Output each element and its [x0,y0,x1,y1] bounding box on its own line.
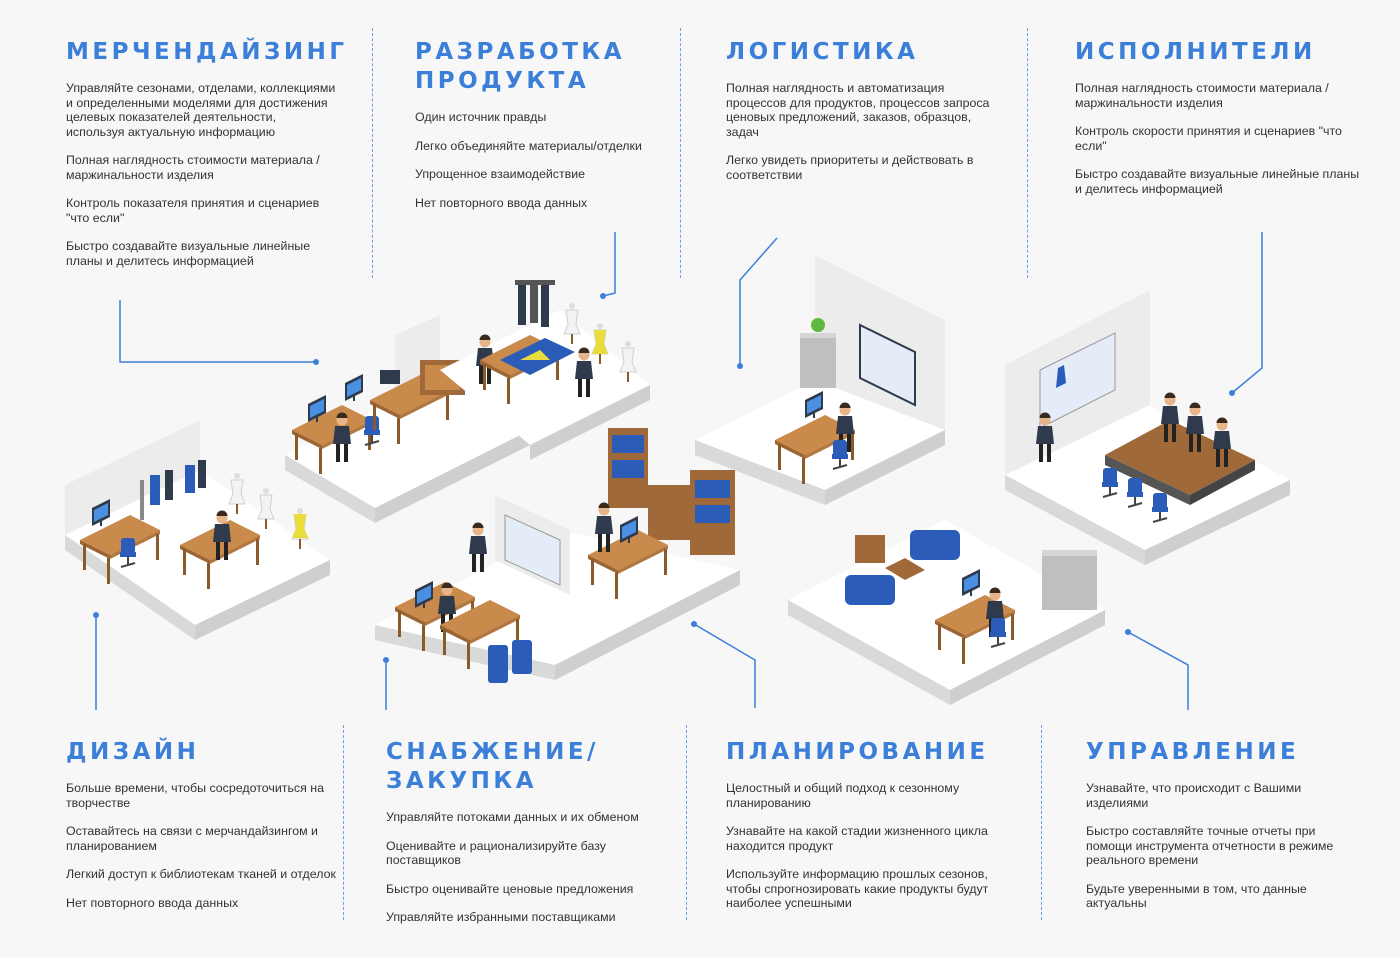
merchandising-item: Полная наглядность стоимости материала /… [66,153,320,182]
column-separator [680,28,681,278]
planning-title: ПЛАНИРОВАНИЕ [726,739,989,765]
merchandising-title: МЕРЧЕНДАЙЗИНГ [66,39,348,65]
product-development-item: Легко объединяйте материалы/отделки [415,138,642,153]
supply-item: Управляйте потоками данных и их обменом [386,810,639,824]
column-separator [1027,28,1028,278]
supply-room [375,428,740,683]
column-separator [372,28,373,278]
product-development-item: Нет повторного ввода данных [415,195,588,210]
supply-title: СНАБЖЕНИЕ/ ЗАКУПКА [386,739,599,794]
product-development-room [440,280,650,460]
logistics-section: ЛОГИСТИКА Полная наглядность и автоматиз… [726,38,1006,196]
product-development-title: РАЗРАБОТКА ПРОДУКТА [415,39,626,94]
performers-item: Полная наглядность стоимости материала /… [1075,81,1329,110]
column-separator [343,725,344,920]
management-item: Быстро составляйте точные отчеты при пом… [1086,824,1334,867]
product-development-item: Один источник правды [415,110,547,124]
design-item: Нет повторного ввода данных [66,895,239,910]
connector-dots [93,293,1235,663]
logistics-room [695,255,945,505]
management-item: Узнавайте, что происходит с Вашими издел… [1086,781,1302,810]
planning-section: ПЛАНИРОВАНИЕ Целостный и общий подход к … [726,738,1011,925]
column-separator [1041,725,1042,920]
management-section: УПРАВЛЕНИЕ Узнавайте, что происходит с В… [1086,738,1361,925]
supply-item: Оценивайте и рационализируйте базу поста… [386,838,606,868]
connector-lines [95,232,1263,710]
planning-item: Узнавайте на какой стадии жизненного цик… [726,824,988,853]
design-item: Легкий доступ к библиотекам тканей и отд… [66,867,336,881]
column-separator [686,725,687,920]
merchandising-section: МЕРЧЕНДАЙЗИНГ Управляйте сезонами, отдел… [66,38,348,282]
performers-section: ИСПОЛНИТЕЛИ Полная наглядность стоимости… [1075,38,1360,210]
merchandising-item: Управляйте сезонами, отделами, коллекция… [66,81,336,139]
merchandising-item: Контроль показателя принятия и сценариев… [66,196,320,225]
performers-room [1005,290,1290,565]
management-item: Будьте уверенными в том, что данные акту… [1086,881,1307,911]
planning-room [788,520,1105,705]
product-development-section: РАЗРАБОТКА ПРОДУКТА Один источник правды… [415,38,675,224]
product-development-item: Упрощенное взаимодействие [415,167,586,181]
supply-item: Быстро оценивайте ценовые предложения [386,881,634,896]
planning-item: Используйте информацию прошлых сезонов, … [726,867,989,910]
planning-item: Целостный и общий подход к сезонному пла… [726,781,960,810]
logistics-item: Легко увидеть приоритеты и действовать в… [726,153,974,182]
design-room [65,420,330,640]
management-title: УПРАВЛЕНИЕ [1086,739,1300,765]
design-item: Оставайтесь на связи с мерчандайзингом и… [66,824,318,853]
logistics-title: ЛОГИСТИКА [726,39,919,65]
design-section: ДИЗАЙН Больше времени, чтобы сосредоточи… [66,738,336,924]
supply-section: СНАБЖЕНИЕ/ ЗАКУПКА Управляйте потоками д… [386,738,671,939]
design-item: Больше времени, чтобы сосредоточиться на… [66,781,324,810]
performers-item: Контроль скорости принятия и сценариев "… [1075,124,1342,153]
performers-title: ИСПОЛНИТЕЛИ [1075,39,1316,65]
supply-item: Управляйте избранными поставщиками [386,910,616,924]
merchandising-room [285,315,530,523]
merchandising-item: Быстро создавайте визуальные линейные пл… [66,239,311,268]
performers-item: Быстро создавайте визуальные линейные пл… [1075,167,1360,196]
logistics-item: Полная наглядность и автоматизация проце… [726,81,990,139]
design-title: ДИЗАЙН [66,739,200,765]
